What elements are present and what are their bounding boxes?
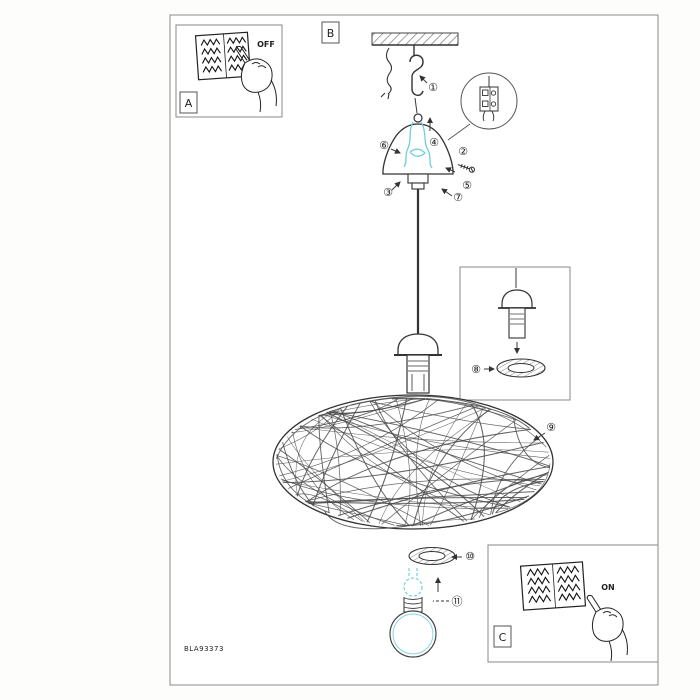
step-2-number: ② xyxy=(458,145,468,158)
ceiling-hook xyxy=(409,45,424,96)
step1-arrow xyxy=(419,75,428,84)
step-8-number: ⑧ xyxy=(471,363,481,376)
step-10-number: ⑩ xyxy=(465,550,475,563)
canopy-assembly xyxy=(382,97,454,190)
panel-a-letter: A xyxy=(185,97,193,110)
step9-arrow xyxy=(533,432,546,441)
hand-off-icon xyxy=(235,45,277,113)
wires-icon xyxy=(403,121,433,169)
step3-arrow xyxy=(391,181,401,191)
screw-arrow xyxy=(445,167,456,173)
inset-panel-c: ON C xyxy=(487,544,659,663)
light-bulb xyxy=(389,597,437,658)
step6-arrow xyxy=(390,148,401,154)
screw-icon xyxy=(457,163,475,173)
step7-arrow xyxy=(441,188,453,197)
inset-socket-detail: ⑧ xyxy=(459,266,571,401)
shade-ring xyxy=(408,546,456,566)
ceiling-mount xyxy=(371,32,459,46)
panel-b-letter-box xyxy=(321,21,340,44)
step-6-number: ⑥ xyxy=(379,139,389,152)
step-3-number: ③ xyxy=(383,186,393,199)
step-4-number: ④ xyxy=(429,136,439,149)
part-code: BLA93373 xyxy=(184,645,224,653)
off-label: OFF xyxy=(257,40,275,49)
panel-a-letter-box xyxy=(179,91,198,114)
step-1-number: ① xyxy=(428,81,438,94)
inset-panel-a: OFF A xyxy=(175,24,283,118)
panel-b-letter: B xyxy=(327,27,335,40)
panel-b-label: B xyxy=(321,21,340,44)
panel-c-letter: C xyxy=(499,631,507,644)
hand-on-icon xyxy=(586,594,628,662)
lamp-holder xyxy=(394,333,442,394)
step-9-number: ⑨ xyxy=(546,421,556,434)
switch-panel-icon xyxy=(194,31,252,81)
woven-shade xyxy=(272,394,554,530)
panel-c-letter-box xyxy=(493,625,512,648)
terminal-detail xyxy=(447,72,518,141)
switch-panel-icon-c xyxy=(519,561,587,611)
cord-icon xyxy=(380,47,393,100)
step-5-number: ⑤ xyxy=(462,179,472,192)
step-7-number: ⑦ xyxy=(453,191,463,204)
bulb-ghost-icon xyxy=(403,568,423,597)
on-label: ON xyxy=(601,583,615,592)
step-11-number: ⑪ xyxy=(452,595,463,608)
